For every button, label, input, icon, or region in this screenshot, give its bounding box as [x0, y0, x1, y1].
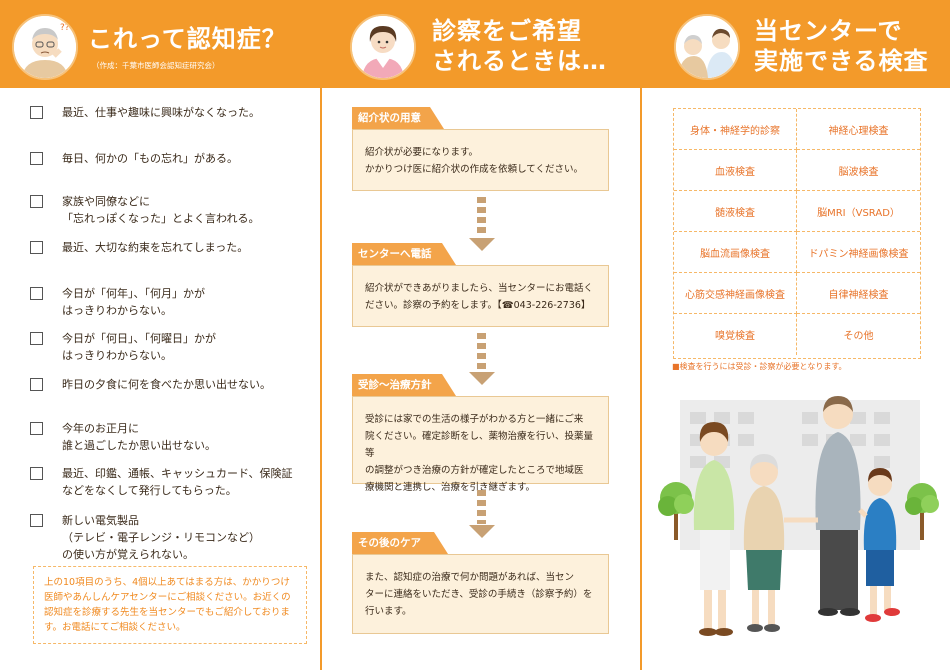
consultation-title-2: されるときは… — [432, 47, 607, 75]
test-cell: 髄液検査 — [674, 191, 797, 232]
step-box: 受診には家での生活の様子がわかる方と一緒にご来 院ください。確定診断をし、薬物治… — [352, 396, 609, 493]
consultation-column: 診察をご希望 されるときは… 紹介状の用意 紹介状が必要になります。 かかりつけ… — [322, 0, 640, 670]
doctor-patient-illustration — [674, 14, 740, 80]
checklist-header: ?? これって認知症？ （作成：千葉市医師会認知症研究会） — [0, 0, 320, 88]
column-divider — [320, 0, 322, 670]
checklist-subtitle: （作成：千葉市医師会認知症研究会） — [92, 61, 220, 70]
test-cell: ドパミン神経画像検査 — [797, 232, 920, 273]
flow-connector — [477, 490, 486, 524]
receptionist-illustration — [350, 14, 416, 80]
test-cell: 血液検査 — [674, 150, 797, 191]
checkbox[interactable] — [30, 514, 43, 527]
test-cell: その他 — [843, 331, 874, 342]
test-cell: 嗅覚検査 — [674, 314, 797, 355]
step-box: 紹介状が必要になります。 かかりつけ医に紹介状の作成を依頼してください。 — [352, 129, 609, 191]
tests-table: 身体・神経学的診察 神経心理検査 血液検査 脳波検査 髄液検査 脳MRI（VSR… — [673, 108, 921, 359]
checklist-column: ?? これって認知症？ （作成：千葉市医師会認知症研究会） 最近、仕事や趣味に興… — [0, 0, 320, 670]
step-box: また、認知症の治療で何か問題があれば、当セン ターに連絡をいただき、受診の手続き… — [352, 554, 609, 634]
test-cell: 身体・神経学的診察 — [674, 109, 797, 150]
column-divider — [640, 0, 642, 670]
test-cell: 脳波検査 — [797, 150, 920, 191]
step-box: 紹介状ができあがりましたら、当センターにお電話く ださい。診察の予約をします。【… — [352, 265, 609, 327]
checkbox[interactable] — [30, 467, 43, 480]
svg-text:??: ?? — [60, 23, 70, 33]
down-arrow-icon — [469, 238, 495, 251]
checkbox[interactable] — [30, 152, 43, 165]
checkbox[interactable] — [30, 332, 43, 345]
checkbox[interactable] — [30, 378, 43, 391]
checkbox[interactable] — [30, 287, 43, 300]
down-arrow-icon — [469, 372, 495, 385]
checklist-note: 上の10項目のうち、4個以上あてはまる方は、かかりつけ医師やあんしんケアセンター… — [33, 566, 307, 644]
step-label: 受診～治療方針 — [352, 374, 456, 396]
tests-header: 当センターで 実施できる検査 — [642, 0, 950, 88]
checkbox[interactable] — [30, 422, 43, 435]
checkbox[interactable] — [30, 195, 43, 208]
test-cell: 神経心理検査 — [797, 109, 920, 150]
consultation-title-1: 診察をご希望 — [432, 17, 582, 45]
consultation-header: 診察をご希望 されるときは… — [322, 0, 640, 88]
test-cell: 自律神経検査 — [797, 273, 920, 314]
down-arrow-icon — [469, 525, 495, 538]
test-cell: 脳MRI（VSRAD） — [797, 191, 920, 232]
checkbox[interactable] — [30, 241, 43, 254]
step-label: その後のケア — [352, 532, 448, 554]
test-cell: 脳血流画像検査 — [674, 232, 797, 273]
tests-column: 当センターで 実施できる検査 身体・神経学的診察 神経心理検査 血液検査 脳波検… — [642, 0, 950, 670]
tests-title-1: 当センターで — [754, 17, 903, 45]
step-label: 紹介状の用意 — [352, 107, 444, 129]
flow-connector — [477, 197, 486, 237]
family-illustration — [652, 380, 942, 660]
checklist-title: これって認知症？ — [88, 25, 287, 53]
step-label: センターへ電話 — [352, 243, 456, 265]
flow-connector — [477, 333, 486, 371]
tests-title-2: 実施できる検査 — [754, 47, 929, 75]
tests-note: ■検査を行うには受診・診察が必要となります。 — [672, 362, 847, 371]
elderly-man-illustration: ?? — [12, 14, 78, 80]
checkbox[interactable] — [30, 106, 43, 119]
test-cell: 心筋交感神経画像検査 — [674, 273, 797, 314]
